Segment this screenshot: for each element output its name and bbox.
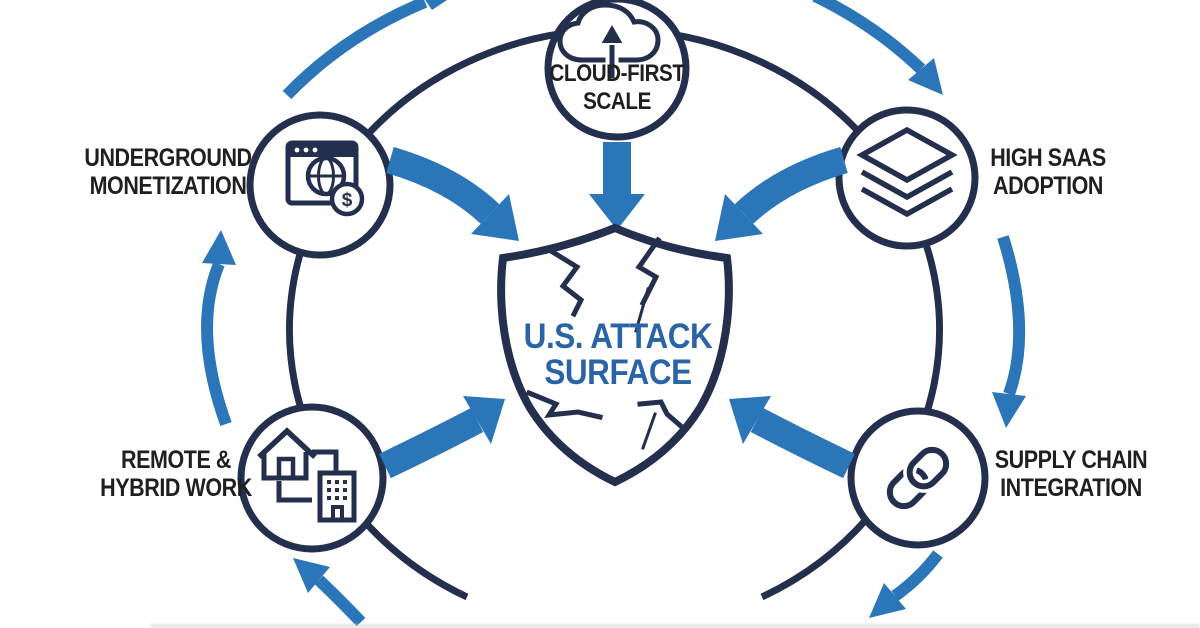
label-line: INTEGRATION: [1000, 474, 1142, 502]
shield-title-line: U.S. ATTACK: [523, 317, 713, 356]
flow-arrowheads: [202, 0, 1026, 618]
crack-bottom-left: [525, 389, 603, 420]
node-label-supply-chain-integration: SUPPLY CHAIN INTEGRATION: [976, 446, 1165, 502]
label-line: ADOPTION: [992, 172, 1104, 200]
flow-arrow-right: [997, 235, 1026, 397]
flow-arrow-bottom-left: [314, 575, 366, 627]
browser-dot: [303, 147, 309, 153]
dollar-glyph: $: [342, 190, 353, 211]
flow-arrowhead-top-left-cut: [425, 0, 447, 10]
flow-arrow-left: [201, 261, 232, 427]
node-label-high-saas-adoption: HIGH SAAS ADOPTION: [953, 144, 1142, 200]
flow-arrowhead-bottom-right: [869, 583, 906, 618]
flow-arrowhead-bottom-left: [293, 558, 330, 593]
layer-top: [856, 126, 958, 184]
chain-link-icon: [886, 443, 953, 510]
browser-titlebar: [288, 143, 356, 157]
cracked-shield-icon: [497, 223, 733, 487]
shield-title: U.S. ATTACK SURFACE: [519, 319, 717, 390]
flow-arrow-top-left: [282, 0, 428, 100]
browser-globe-dollar-icon: $: [285, 140, 365, 217]
impact-arrow-top: [589, 142, 645, 230]
crack-bottom-right: [637, 399, 686, 431]
label-line: HYBRID WORK: [100, 474, 252, 502]
label-line: MONETIZATION: [89, 172, 247, 200]
crack-bottom-right-branch: [641, 412, 657, 450]
label-line: SUPPLY CHAIN: [994, 446, 1148, 474]
chain-link-a: [886, 466, 930, 510]
building-windows: [327, 480, 347, 500]
house-building-icon: [257, 427, 357, 523]
crack-top-right-branch: [634, 287, 650, 333]
shield-cracks: [525, 236, 686, 450]
flow-arrowhead-top-right: [908, 58, 943, 95]
impact-arrow-lower-right: [729, 396, 855, 479]
connector-top: [312, 449, 339, 471]
impact-arrows: [379, 142, 855, 479]
flow-arrow-top-right: [812, 0, 926, 74]
chain-link-b: [906, 446, 950, 490]
connector-bottom: [276, 481, 312, 503]
browser-dot: [312, 147, 318, 153]
label-line: REMOTE &: [120, 446, 232, 474]
bottom-edge-smudge: [150, 624, 1200, 628]
building-door: [331, 505, 344, 522]
layer-bottom: [860, 186, 954, 218]
house-roof: [257, 427, 317, 460]
dollar-badge: [329, 181, 365, 217]
label-line: SCALE: [583, 87, 651, 115]
layers-icon: [856, 126, 958, 218]
label-line: UNDERGROUND: [84, 144, 252, 172]
label-line: CLOUD-FIRST: [549, 60, 685, 87]
house-door: [276, 456, 296, 481]
node-label-cloud-first-scale: CLOUD-FIRST SCALE: [522, 60, 711, 116]
node-label-underground-monetization: UNDERGROUND MONETIZATION: [73, 144, 262, 200]
impact-arrow-upper-right: [715, 147, 848, 241]
cloud-upload-icon: [557, 2, 661, 80]
flow-arrowhead-right: [992, 392, 1026, 428]
node-label-remote-hybrid-work: REMOTE & HYBRID WORK: [81, 446, 270, 502]
upload-arrowhead: [598, 20, 626, 45]
browser-dot: [294, 147, 300, 153]
impact-arrow-upper-left: [386, 147, 519, 241]
flow-arrows: [201, 0, 1026, 627]
shield-title-line: SURFACE: [544, 352, 692, 392]
impact-arrow-lower-left: [379, 396, 505, 479]
layer-middle: [860, 169, 954, 201]
crack-top-right: [635, 236, 662, 307]
flow-arrow-bottom-right: [891, 550, 943, 601]
crack-top-left: [547, 247, 585, 318]
label-line: HIGH SAAS: [990, 144, 1106, 172]
flow-arrowhead-left: [202, 230, 236, 265]
